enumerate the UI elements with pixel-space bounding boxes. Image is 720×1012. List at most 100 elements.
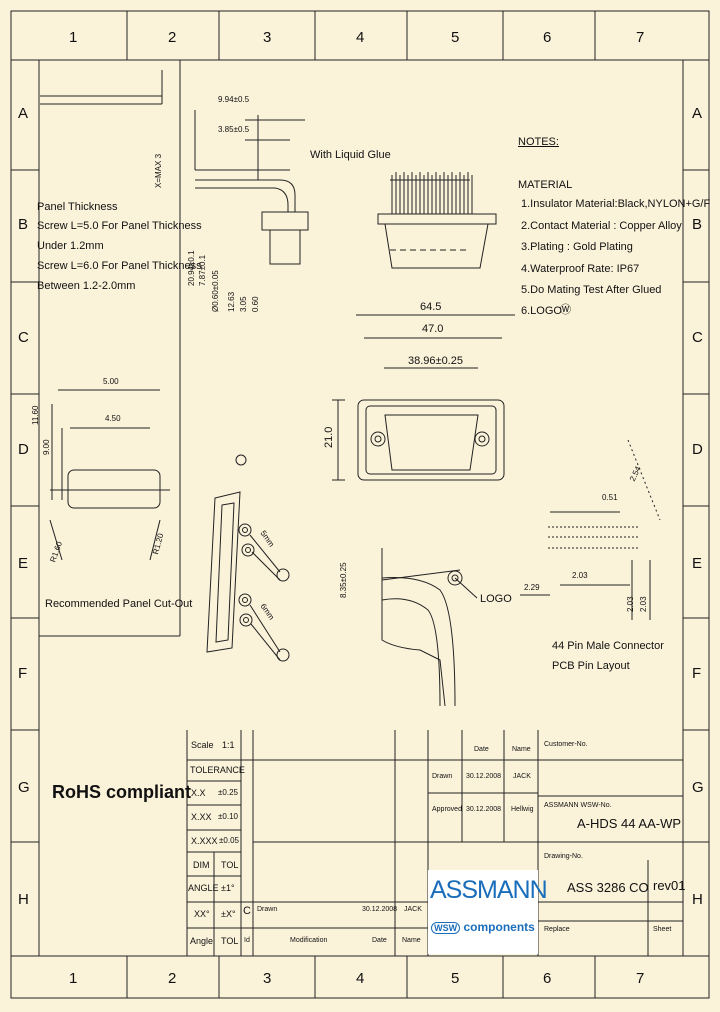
dim-pcb-pitch: 0.51 <box>602 493 618 502</box>
dim-front-h: 21.0 <box>323 426 335 448</box>
tol-row-3-label: X.XXX <box>191 836 218 846</box>
dim-front-w2: 47.0 <box>422 323 444 335</box>
xx-deg-value: ±X° <box>221 909 236 919</box>
note-item-5: 5.Do Mating Test After Glued <box>521 284 662 296</box>
dim-side-top1: 9.94±0.5 <box>218 95 250 104</box>
rev-drawn: Drawn <box>257 906 278 913</box>
col-name: Name <box>402 937 421 944</box>
panel-line-3: Under 1.2mm <box>37 240 104 252</box>
dim-v3: Ø0.60±0.05 <box>211 270 220 312</box>
revision: rev01 <box>653 878 686 893</box>
drawn-label: Drawn <box>432 773 453 780</box>
glue-label: With Liquid Glue <box>310 149 391 161</box>
rohs-label: RoHS compliant <box>52 782 192 802</box>
wsw-logo-icon: Ⓦ <box>560 304 571 316</box>
dim-cut-h1: 11.60 <box>31 405 40 425</box>
column-label-7-bottom: 7 <box>636 970 645 987</box>
panel-line-4: Screw L=6.0 For Panel Thickness <box>37 260 202 272</box>
replace-label: Replace <box>544 926 570 933</box>
scale-value: 1:1 <box>222 740 235 750</box>
row-label-g: G <box>18 779 30 796</box>
cutout-caption: Recommended Panel Cut-Out <box>45 598 193 610</box>
column-label-2-bottom: 2 <box>168 970 177 987</box>
panel-line-1: Panel Thickness <box>37 201 118 213</box>
logo-callout: LOGO <box>480 593 512 605</box>
dim-v1: 20.94±0.1 <box>187 250 196 286</box>
dim-front-w3: 38.96±0.25 <box>408 355 463 367</box>
dim-v2: 7.87±0.1 <box>198 254 207 286</box>
row-label-f-right: F <box>692 665 702 682</box>
dim-cut-h2: 9.00 <box>42 439 51 455</box>
header-date: Date <box>474 746 489 753</box>
tol-row-2-value: ±0.10 <box>218 812 238 821</box>
column-label-6: 6 <box>543 29 552 46</box>
row-label-a: A <box>18 105 29 122</box>
pcb-caption-1: 44 Pin Male Connector <box>552 640 664 652</box>
dim-v5: 3.05 <box>239 296 248 312</box>
logo-components: components <box>463 920 535 934</box>
assmann-no-label: ASSMANN WSW-No. <box>544 802 612 809</box>
dim-pcb-d: 2.03 <box>639 596 648 612</box>
column-label-4-bottom: 4 <box>356 970 365 987</box>
row-label-e: E <box>18 555 29 572</box>
column-label-5: 5 <box>451 29 460 46</box>
logo-name: ASSMANN <box>430 876 548 904</box>
row-label-f: F <box>18 665 28 682</box>
col-mod: Modification <box>290 937 328 944</box>
drawing-no: ASS 3286 CO <box>567 880 649 895</box>
notes-material-heading: MATERIAL <box>518 179 573 191</box>
approved-date: 30.12.2008 <box>466 806 502 813</box>
tol2-label: TOL <box>221 936 239 946</box>
row-label-c: C <box>18 329 29 346</box>
drawn-name: JACK <box>513 773 531 780</box>
panel-line-2: Screw L=5.0 For Panel Thickness <box>37 220 202 232</box>
row-label-h-right: H <box>692 891 703 908</box>
panel-line-5: Between 1.2-2.0mm <box>37 280 136 292</box>
pcb-caption-2: PCB Pin Layout <box>552 660 630 672</box>
tol-row-2-label: X.XX <box>191 812 212 822</box>
column-label-3: 3 <box>263 29 272 46</box>
approved-name: Hellwig <box>511 806 534 813</box>
tolerance-label: TOLERANCE <box>190 765 245 775</box>
assmann-no: A-HDS 44 AA-WP <box>577 816 682 831</box>
row-label-e-right: E <box>692 555 703 572</box>
column-label-1: 1 <box>69 29 78 46</box>
approved-label: Approved <box>432 806 462 813</box>
dim-label: DIM <box>193 860 210 870</box>
column-label-2: 2 <box>168 29 177 46</box>
dim-logo-h: 8.35±0.25 <box>339 562 348 598</box>
dim-side-top2: 3.85±0.5 <box>218 125 250 134</box>
tol-label: TOL <box>221 860 239 870</box>
row-label-h: H <box>18 891 29 908</box>
tol-row-1-label: X.X <box>191 788 206 798</box>
dim-pcb-b: 2.03 <box>572 571 588 580</box>
header-name: Name <box>512 746 531 753</box>
column-label-6-bottom: 6 <box>543 970 552 987</box>
row-label-b-right: B <box>692 216 703 233</box>
row-label-g-right: G <box>692 779 704 796</box>
xx-deg-label: XX° <box>194 909 210 919</box>
row-label-a-right: A <box>692 105 703 122</box>
dim-pcb-a: 2.29 <box>524 583 540 592</box>
col-date: Date <box>372 937 387 944</box>
note-item-1: 1.Insulator Material:Black,NYLON+G/F <box>521 198 711 210</box>
rev-name: JACK <box>404 906 422 913</box>
dim-xmax: X=MAX 3 <box>154 153 163 188</box>
column-label-4: 4 <box>356 29 365 46</box>
dim-v4: 12.63 <box>227 291 236 312</box>
row-label-b: B <box>18 216 29 233</box>
dim-pcb-c: 2.03 <box>626 596 635 612</box>
wsw-mark: WSW <box>431 922 461 934</box>
column-label-5-bottom: 5 <box>451 970 460 987</box>
note-item-2: 2.Contact Material : Copper Alloy <box>521 220 682 232</box>
angle-value: ±1° <box>221 883 235 893</box>
scale-label: Scale <box>191 740 214 750</box>
column-label-7: 7 <box>636 29 645 46</box>
sheet-label: Sheet <box>653 926 672 933</box>
dim-v6: 0.60 <box>251 296 260 312</box>
drawing-no-label: Drawing-No. <box>544 853 583 860</box>
note-item-3: 3.Plating : Gold Plating <box>521 241 633 253</box>
customer-no-label: Customer-No. <box>544 741 588 748</box>
